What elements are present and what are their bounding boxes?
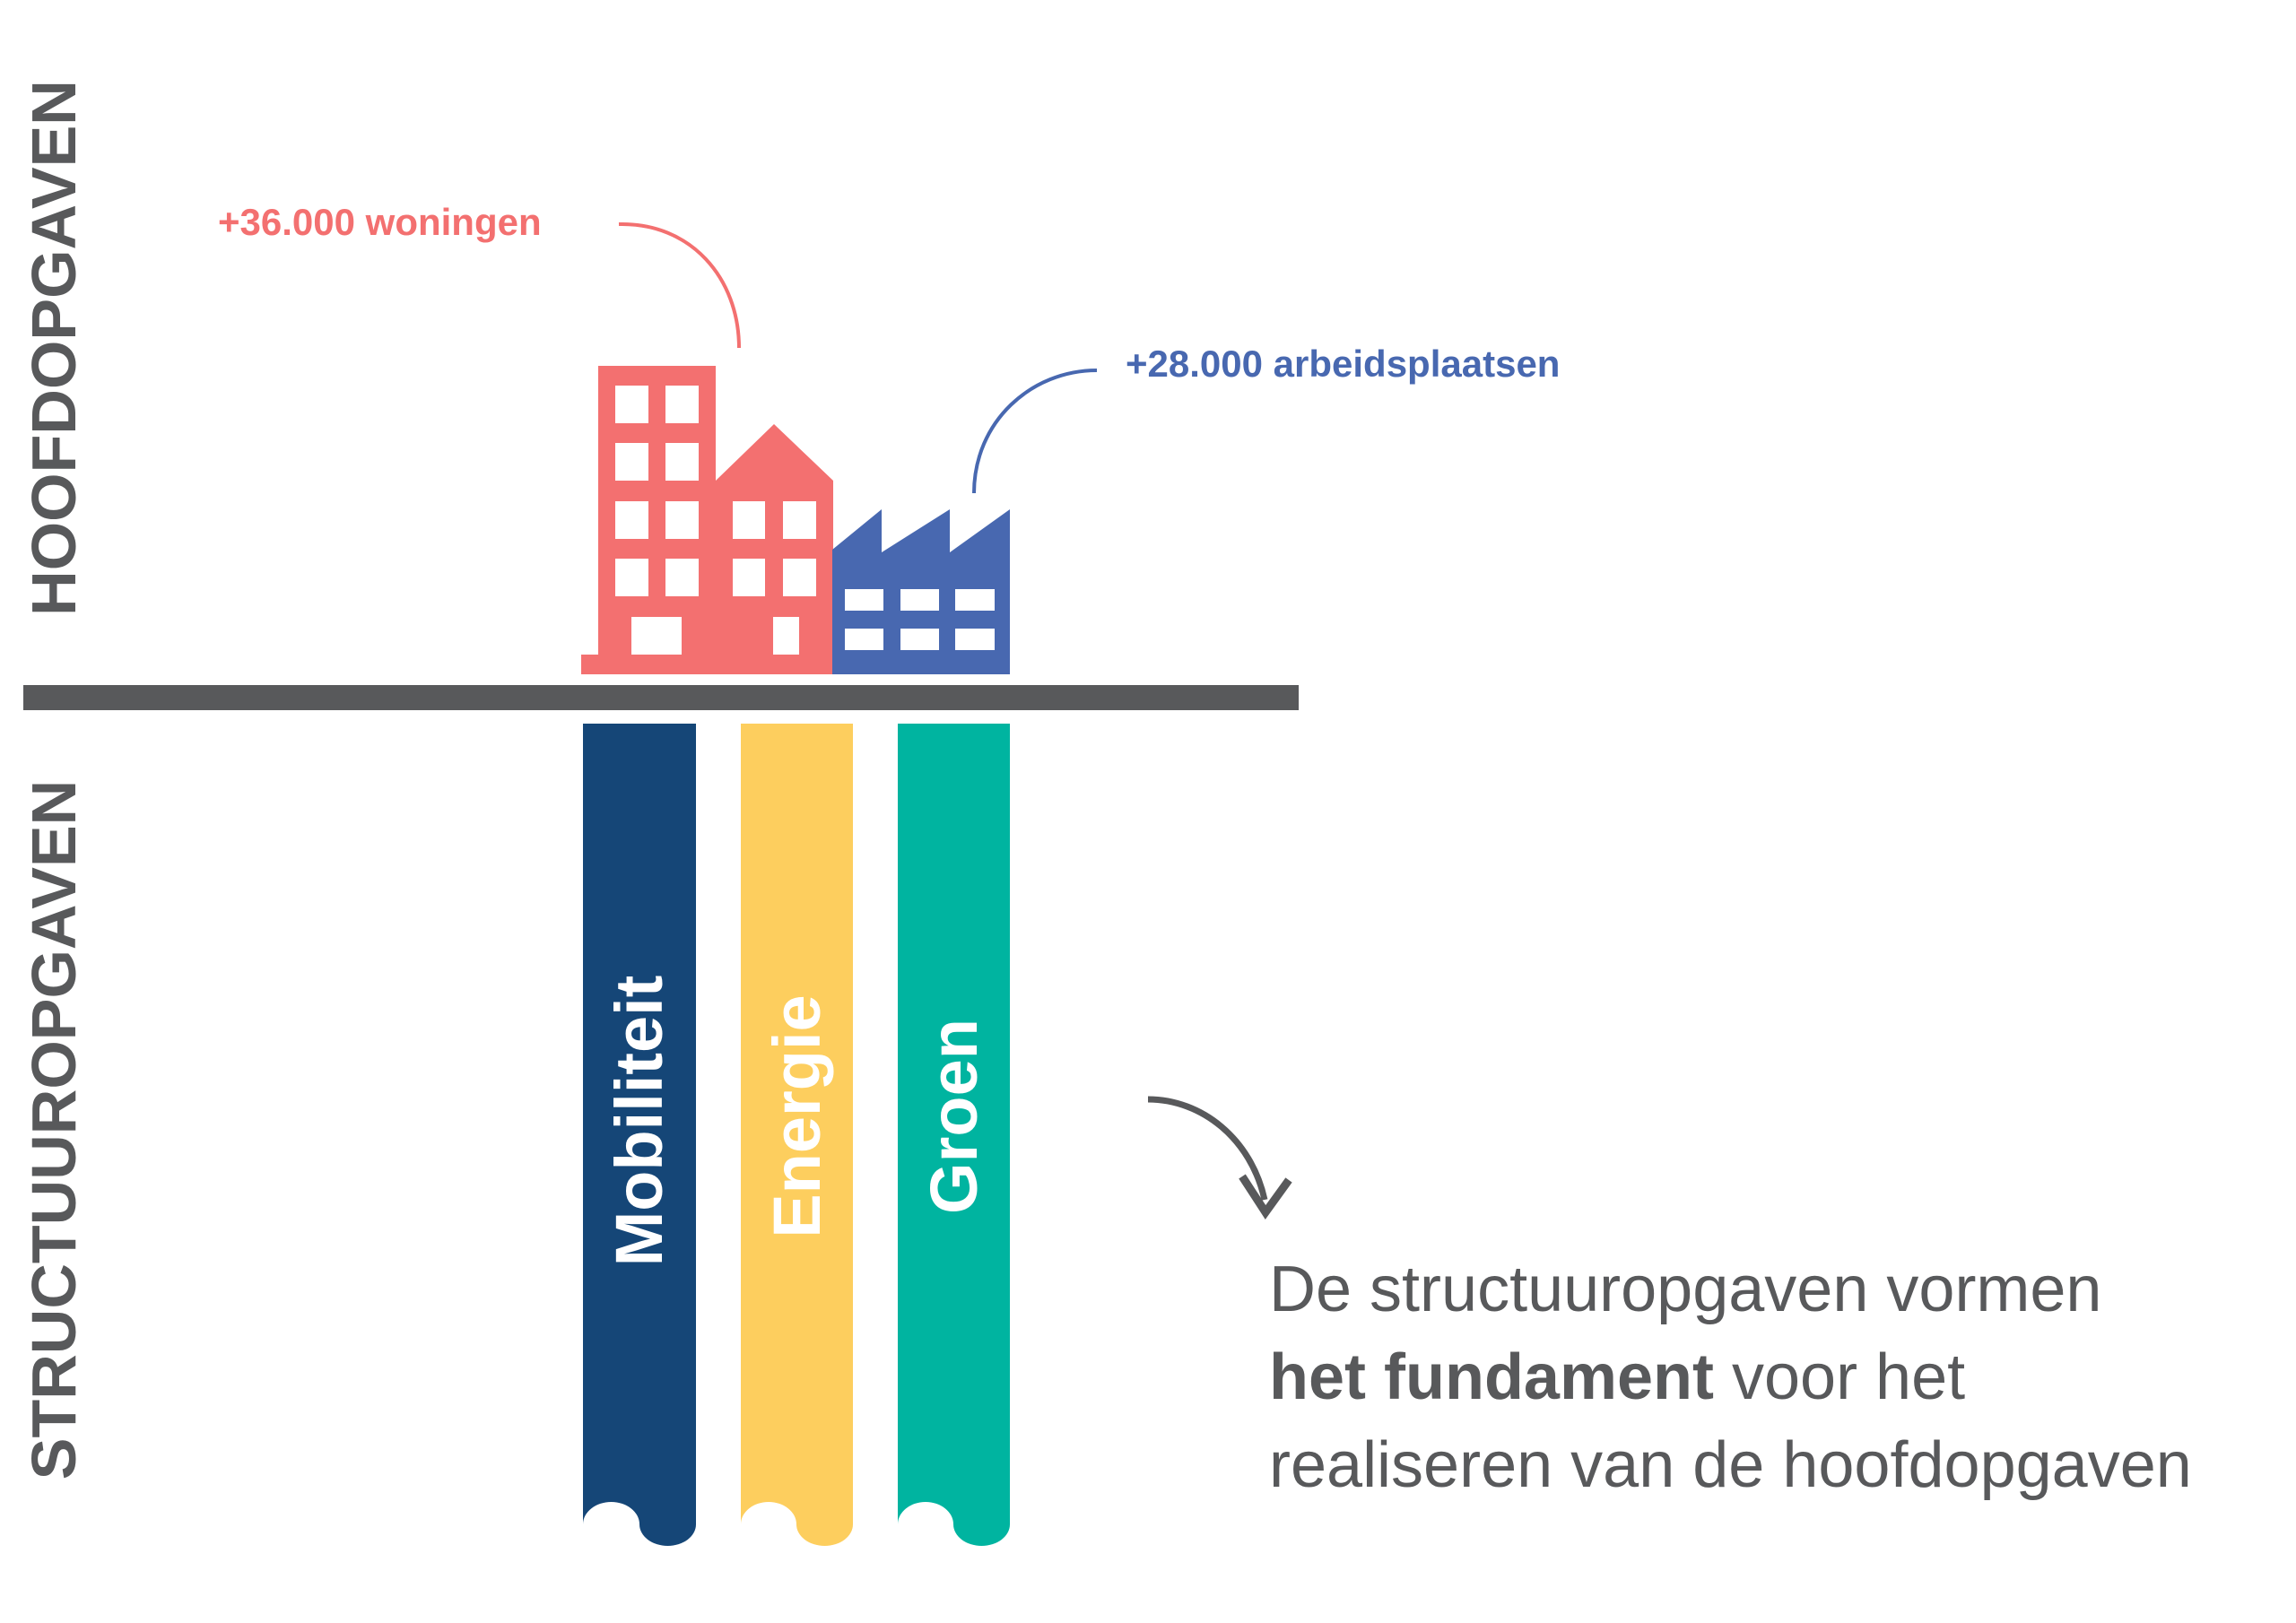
statement-emphasis: het fundament	[1269, 1341, 1714, 1413]
factory-icon	[832, 509, 1010, 674]
housing-buildings-icon	[581, 366, 833, 674]
curved-arrow-icon	[1147, 1096, 1292, 1219]
pillar-shape	[583, 724, 696, 1546]
statement-line-1: De structuuropgaven vormen	[1269, 1254, 2101, 1325]
pillar-label: Groen	[917, 1019, 991, 1214]
pillar-label: Mobiliteit	[602, 976, 676, 1267]
pillar-label: Energie	[760, 994, 834, 1237]
pillar-mobiliteit: Mobiliteit	[583, 724, 696, 1546]
pillar-shape	[741, 724, 853, 1546]
jobs-callout-line	[972, 369, 1098, 494]
statement-line-2: het fundament voor het	[1269, 1341, 1965, 1413]
statement-line-2-rest: voor het	[1714, 1341, 1965, 1413]
divider-bar	[23, 685, 1299, 710]
side-label-structuuropgaven: STRUCTUUROPGAVEN	[19, 780, 89, 1480]
housing-callout-line	[618, 221, 741, 349]
statement-line-3: realiseren van de hoofdopgaven	[1269, 1429, 2192, 1501]
pillar-energie: Energie	[741, 724, 853, 1546]
pillar-groen: Groen	[898, 724, 1010, 1546]
housing-callout-text: +36.000 woningen	[218, 201, 542, 243]
pillar-shape	[898, 724, 1010, 1546]
side-label-hoofdopgaven: HOOFDOPGAVEN	[19, 80, 89, 616]
jobs-callout-text: +28.000 arbeidsplaatsen	[1126, 343, 1560, 385]
